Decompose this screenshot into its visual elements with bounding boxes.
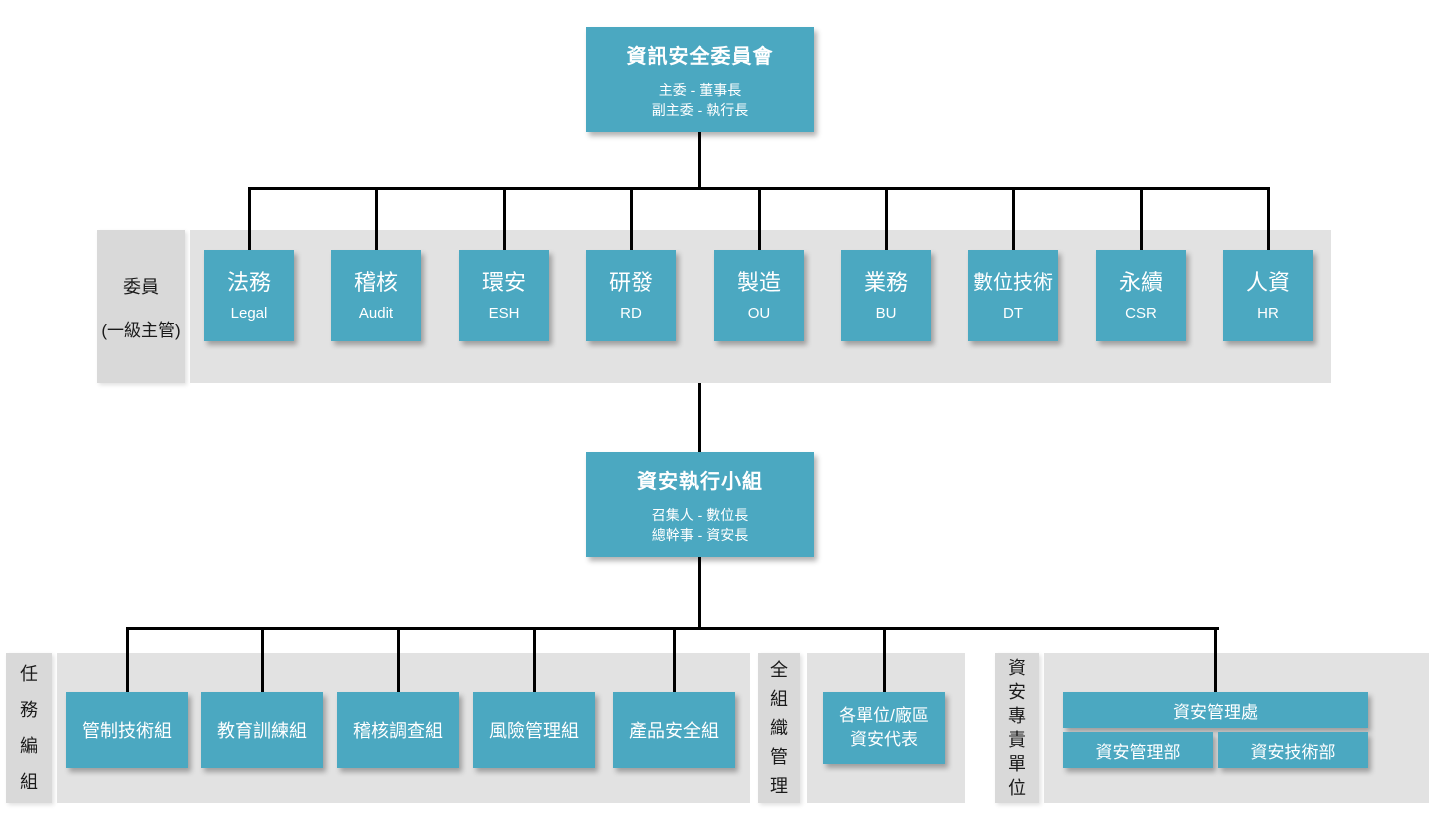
member-en-label: HR <box>1257 304 1279 322</box>
connector-hline-bottom <box>126 627 1219 630</box>
member-zh-label: 人資 <box>1245 269 1290 295</box>
connector-drop-task3 <box>397 627 400 692</box>
connector-drop-rd <box>630 187 633 252</box>
unit-representatives-box: 各單位/廠區 資安代表 <box>823 692 945 764</box>
connector-stem-exec-top <box>698 383 701 452</box>
security-management-office-box: 資安管理處 <box>1063 692 1368 728</box>
member-box-dt: 數位技術 DT <box>968 250 1058 341</box>
member-en-label: DT <box>1003 304 1023 322</box>
committee-row-label: 委員 (一級主管) <box>97 230 185 383</box>
unit-representatives-line2: 資安代表 <box>850 730 918 749</box>
member-box-audit: 稽核 Audit <box>331 250 421 341</box>
member-zh-label: 研發 <box>608 269 653 295</box>
connector-drop-office <box>1214 627 1217 692</box>
connector-drop-legal <box>248 187 251 252</box>
task-box-risk-management: 風險管理組 <box>473 692 595 768</box>
connector-drop-task1 <box>126 627 129 692</box>
task-box-product-security: 產品安全組 <box>613 692 735 768</box>
connector-drop-dt <box>1012 187 1015 252</box>
security-committee-vice-chair: 副主委 - 執行長 <box>651 101 749 118</box>
member-en-label: ESH <box>488 304 520 322</box>
security-management-dept-box: 資安管理部 <box>1063 732 1213 768</box>
connector-stem-top <box>698 132 701 190</box>
connector-drop-representatives <box>883 627 886 692</box>
committee-row-label-line1: 委員 <box>123 276 159 297</box>
member-zh-label: 製造 <box>736 269 781 295</box>
connector-drop-esh <box>503 187 506 252</box>
security-committee-title: 資訊安全委員會 <box>626 45 774 68</box>
security-management-office-label: 資安管理處 <box>1173 702 1258 722</box>
unit-representatives-line1: 各單位/廠區 <box>839 706 929 725</box>
member-box-csr: 永續 CSR <box>1096 250 1186 341</box>
member-zh-label: 數位技術 <box>973 271 1053 294</box>
member-box-legal: 法務 Legal <box>204 250 294 341</box>
connector-drop-ou <box>758 187 761 252</box>
member-en-label: Audit <box>358 304 394 322</box>
task-box-label: 產品安全組 <box>629 721 719 741</box>
dedicated-unit-band-label-text: 資安專責單位 <box>1008 658 1026 798</box>
task-box-audit-investigation: 稽核調查組 <box>337 692 459 768</box>
security-execution-team-title: 資安執行小組 <box>637 470 763 493</box>
member-zh-label: 環安 <box>481 269 526 295</box>
security-execution-team-secretary: 總幹事 - 資安長 <box>651 526 749 543</box>
member-en-label: BU <box>875 304 897 322</box>
org-wide-band-label: 全組織管理 <box>758 653 800 803</box>
dedicated-unit-band <box>1044 653 1429 803</box>
member-box-hr: 人資 HR <box>1223 250 1313 341</box>
task-box-education-training: 教育訓練組 <box>201 692 323 768</box>
connector-drop-audit <box>375 187 378 252</box>
task-box-label: 風險管理組 <box>489 721 579 741</box>
security-committee-box: 資訊安全委員會 主委 - 董事長 副主委 - 執行長 <box>586 27 814 132</box>
connector-drop-bu <box>885 187 888 252</box>
task-box-label: 管制技術組 <box>82 721 172 741</box>
member-zh-label: 法務 <box>226 269 271 295</box>
connector-drop-task5 <box>673 627 676 692</box>
connector-stem-exec-bottom <box>698 557 701 630</box>
task-groups-band-label-text: 任務編組 <box>20 664 38 792</box>
org-wide-band-label-text: 全組織管理 <box>770 659 788 796</box>
security-committee-chair: 主委 - 董事長 <box>658 81 742 98</box>
task-box-label: 教育訓練組 <box>217 721 307 741</box>
member-en-label: CSR <box>1125 304 1157 322</box>
connector-drop-hr <box>1267 187 1270 252</box>
security-execution-team-box: 資安執行小組 召集人 - 數位長 總幹事 - 資安長 <box>586 452 814 557</box>
connector-drop-csr <box>1140 187 1143 252</box>
member-box-bu: 業務 BU <box>841 250 931 341</box>
task-groups-band-label: 任務編組 <box>6 653 52 803</box>
task-box-label: 稽核調查組 <box>353 721 443 741</box>
security-execution-team-convener: 召集人 - 數位長 <box>651 506 749 523</box>
member-box-esh: 環安 ESH <box>459 250 549 341</box>
dedicated-unit-band-label: 資安專責單位 <box>995 653 1039 803</box>
member-box-ou: 製造 OU <box>714 250 804 341</box>
member-zh-label: 永續 <box>1118 269 1163 295</box>
committee-row-label-line2: (一級主管) <box>101 320 181 340</box>
member-zh-label: 稽核 <box>353 269 398 295</box>
security-management-dept-label: 資安管理部 <box>1095 742 1181 762</box>
member-zh-label: 業務 <box>863 269 908 295</box>
connector-drop-task2 <box>261 627 264 692</box>
member-en-label: OU <box>747 304 771 322</box>
security-technology-dept-label: 資安技術部 <box>1250 742 1336 762</box>
connector-drop-task4 <box>533 627 536 692</box>
member-box-rd: 研發 RD <box>586 250 676 341</box>
member-en-label: Legal <box>230 304 268 322</box>
security-technology-dept-box: 資安技術部 <box>1218 732 1368 768</box>
task-box-control-technology: 管制技術組 <box>66 692 188 768</box>
member-en-label: RD <box>620 304 642 322</box>
